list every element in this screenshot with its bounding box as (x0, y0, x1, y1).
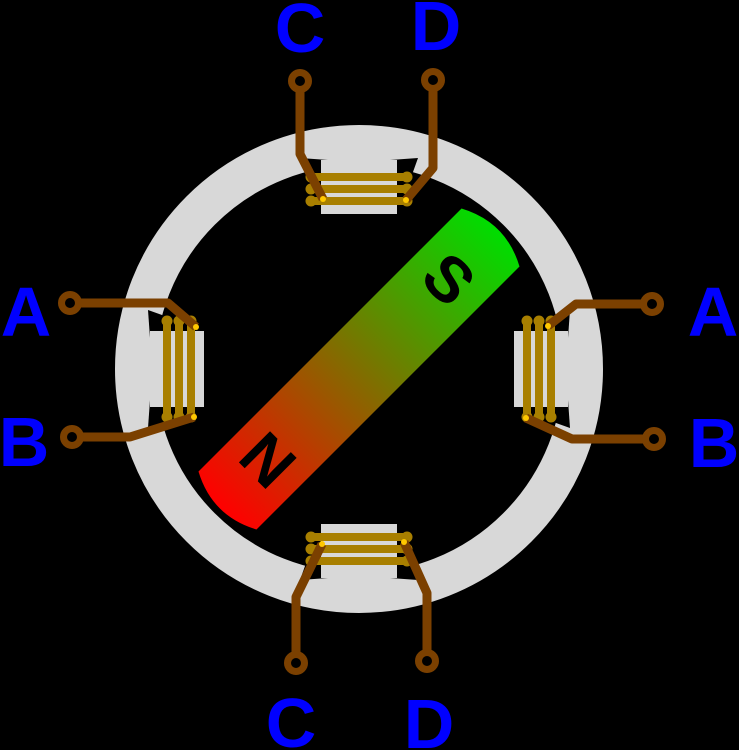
junction-dot (545, 323, 551, 329)
junction-dot (401, 539, 407, 545)
phase-label-d-bottom: D (404, 685, 455, 750)
phase-label-a-right: A (688, 273, 739, 351)
junction-dot (319, 541, 325, 547)
junction-dot (191, 414, 197, 420)
phase-label-c-bottom: C (266, 684, 317, 750)
terminal-a-right (640, 292, 664, 316)
terminal-d-top (421, 68, 445, 92)
rotor-magnet-bar (198, 208, 520, 530)
terminal-c-top (288, 69, 312, 93)
junction-dot (193, 324, 199, 330)
stator-ring (115, 125, 603, 613)
phase-label-a-left: A (1, 273, 52, 351)
wire-a-right (545, 299, 642, 330)
wire-b-right (524, 413, 644, 444)
junction-dot (523, 415, 529, 421)
rotor-magnet: N S (198, 208, 520, 530)
phase-label-c-top: C (275, 0, 326, 67)
phase-label-b-left: B (0, 403, 49, 481)
terminal-d-bottom (415, 649, 439, 673)
phase-label-d-top: D (411, 0, 462, 65)
wire-d-top (402, 91, 438, 203)
stator-pole-right (514, 310, 570, 428)
junction-dot (403, 197, 409, 203)
wire-a-left (80, 298, 199, 331)
phase-label-b-right: B (689, 404, 739, 482)
terminal-a-left (58, 291, 82, 315)
junction-dot (320, 196, 326, 202)
wire-c-top (295, 92, 328, 202)
terminal-b-right (642, 427, 666, 451)
wire-d-bottom (399, 540, 432, 650)
terminal-c-bottom (284, 651, 308, 675)
terminal-b-left (60, 425, 84, 449)
wire-c-bottom (291, 542, 327, 652)
wire-b-left (82, 412, 196, 442)
